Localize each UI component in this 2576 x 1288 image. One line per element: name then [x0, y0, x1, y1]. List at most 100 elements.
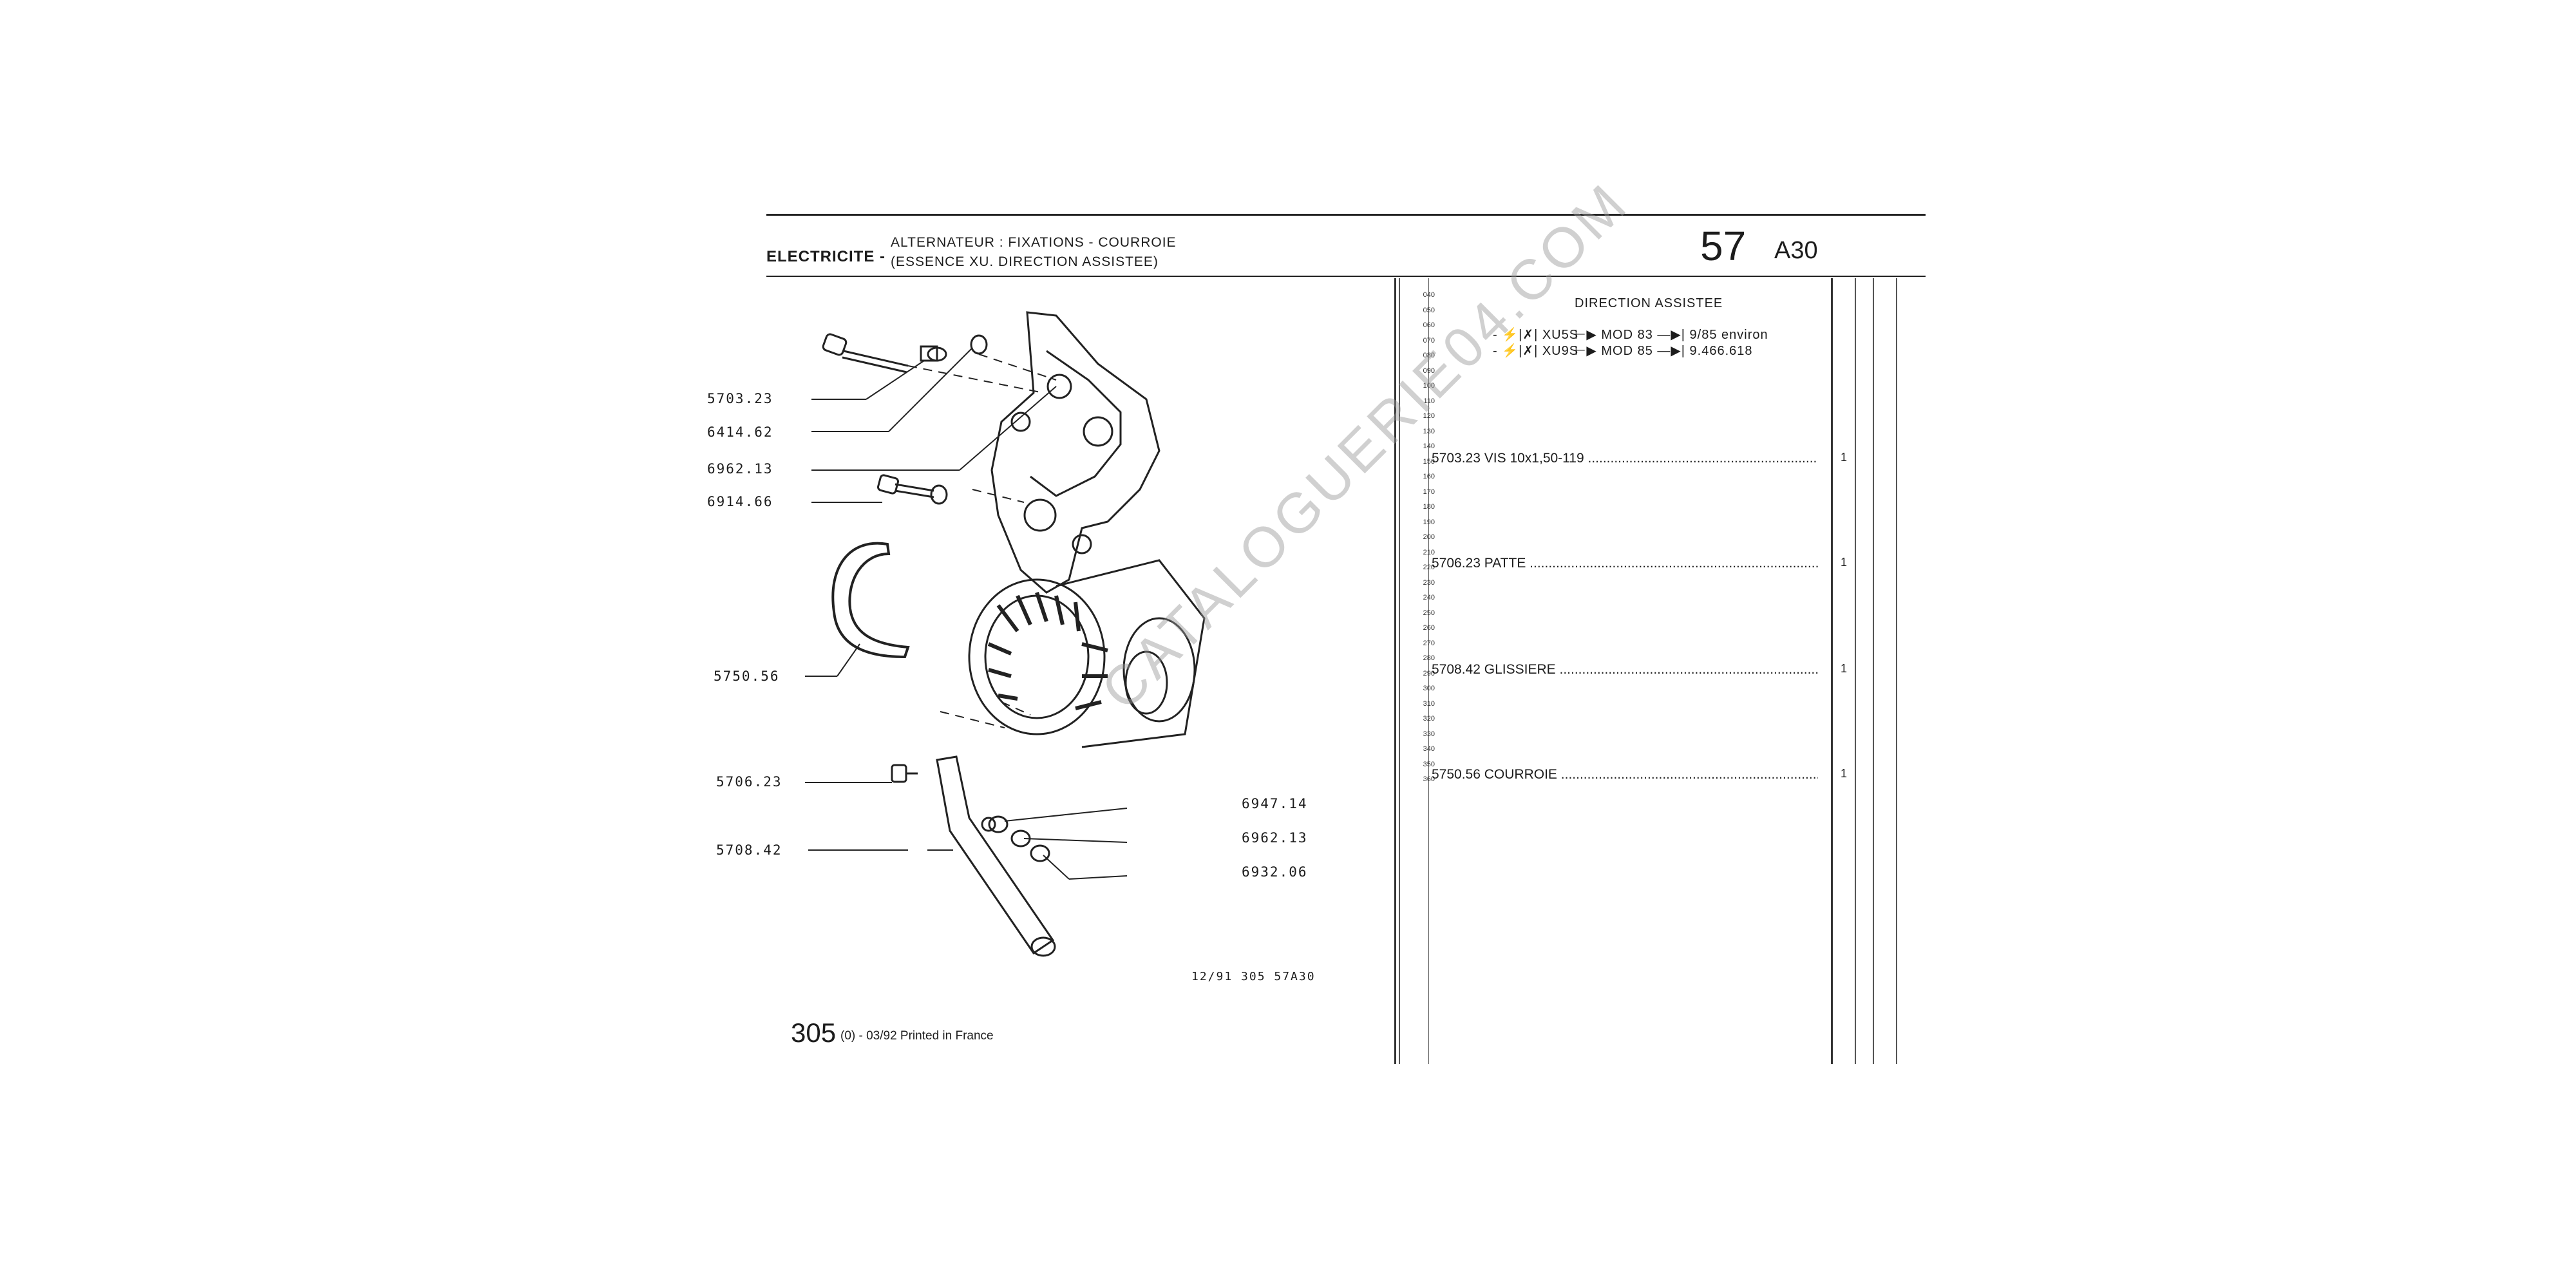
bolt-icon: [822, 333, 909, 374]
section-title: ELECTRICITE -: [766, 248, 886, 265]
part-ref: 5708.42: [1432, 662, 1481, 677]
subtitle-line-2: (ESSENCE XU. DIRECTION ASSISTEE): [891, 254, 1159, 269]
row-number: 050: [1423, 306, 1435, 314]
mod-label-2: MOD 85: [1601, 344, 1653, 358]
row-number: 330: [1423, 730, 1435, 738]
page-number: 57: [1700, 223, 1747, 269]
page-reference: A30: [1774, 237, 1818, 264]
row-number: 250: [1423, 609, 1435, 617]
row-number: 160: [1423, 473, 1435, 480]
row-number: 310: [1423, 699, 1435, 708]
row-number: 100: [1423, 382, 1435, 390]
applicability-engine-1: - ⚡|✗| XU5S: [1493, 328, 1579, 342]
row-number: 120: [1423, 412, 1435, 420]
part-qty: 1: [1841, 662, 1848, 675]
diagram-label-6947-14: 6947.14: [1242, 796, 1308, 811]
diagram-label-5750-56: 5750.56: [714, 668, 780, 684]
diagram-label-5703-23: 5703.23: [707, 391, 773, 406]
washer-icon: [988, 815, 1009, 833]
part-name: COURROIE: [1484, 767, 1557, 782]
applicability-engine-2: - ⚡|✗| XU9S: [1493, 344, 1579, 358]
row-number: 060: [1423, 321, 1435, 329]
group-title: DIRECTION ASSISTEE: [1575, 296, 1723, 310]
row-number-column: 040 050 060 070 080 090 100 110 120 130 140 150 160 1…: [1390, 288, 1435, 788]
leader-dots: ........................................…: [1560, 767, 1818, 782]
row-number: 110: [1423, 397, 1435, 405]
exploded-diagram: [805, 311, 1206, 957]
subtitle-line-1: ALTERNATEUR : FIXATIONS - COURROIE: [891, 235, 1177, 250]
qty-left-rule: [1831, 278, 1833, 1064]
row-number: 040: [1423, 291, 1435, 299]
diagram-label-6914-66: 6914.66: [707, 494, 773, 509]
diagram-code: 12/91 305 57A30: [1191, 970, 1316, 983]
row-number: 210: [1423, 548, 1435, 556]
row-number: 180: [1423, 503, 1435, 511]
part-row: 5706.23 PATTE ..........................…: [1432, 556, 1818, 571]
qty-rule-4: [1896, 278, 1897, 1064]
leader-dots: ........................................…: [1587, 451, 1818, 466]
row-number: 190: [1423, 518, 1435, 526]
row-number: 130: [1423, 427, 1435, 435]
leader-dots: ........................................…: [1530, 556, 1818, 571]
until-label-2: 9.466.618: [1689, 344, 1753, 358]
leader-dots: ........................................…: [1559, 662, 1818, 677]
row-number: 320: [1423, 715, 1435, 723]
part-name: PATTE: [1484, 556, 1526, 571]
part-name: VIS 10x1,50-119: [1484, 451, 1584, 466]
part-name: GLISSIERE: [1484, 662, 1556, 677]
row-number: 080: [1423, 352, 1435, 359]
diagram-label-6962-13-b: 6962.13: [1242, 830, 1308, 846]
spacer-icon: [920, 345, 947, 362]
applicability-mod-1: ⊢▶ MOD 83 —▶| 9/85 environ: [1575, 327, 1768, 343]
from-arrow-icon: ⊢▶: [1575, 344, 1602, 358]
from-arrow-icon: ⊢▶: [1575, 328, 1602, 342]
row-number: 140: [1423, 442, 1435, 450]
row-number: 170: [1423, 488, 1435, 496]
part-ref: 5703.23: [1432, 451, 1481, 466]
row-number: 290: [1423, 669, 1435, 677]
model-number: 305: [791, 1018, 837, 1048]
row-number: 350: [1423, 760, 1435, 768]
row-number: 280: [1423, 654, 1435, 662]
print-info: (0) - 03/92 Printed in France: [840, 1029, 994, 1043]
part-ref: 5706.23: [1432, 556, 1481, 571]
qty-rule-2: [1855, 278, 1856, 1064]
until-arrow-icon: —▶|: [1653, 344, 1690, 358]
bolt-icon: [876, 474, 948, 505]
part-qty: 1: [1841, 767, 1848, 780]
row-number: 200: [1423, 533, 1435, 541]
part-ref: 5750.56: [1432, 767, 1481, 782]
applicability-mod-2: ⊢▶ MOD 85 —▶| 9.466.618: [1575, 343, 1753, 359]
row-number: 270: [1423, 639, 1435, 647]
tab-icon: [891, 764, 918, 783]
row-number: 300: [1423, 685, 1435, 692]
row-number: 230: [1423, 578, 1435, 587]
nut-icon: [1030, 844, 1050, 862]
table-divider-rule: [1428, 278, 1429, 1064]
until-label-1: 9/85 environ: [1689, 328, 1768, 342]
table-left-rule-inner: [1399, 278, 1400, 1064]
part-qty: 1: [1841, 451, 1848, 464]
header-top-rule: [766, 214, 1926, 216]
part-row: 5703.23 VIS 10x1,50-119 ................…: [1432, 451, 1818, 466]
part-row: 5750.56 COURROIE .......................…: [1432, 767, 1818, 782]
part-row: 5708.42 GLISSIERE ......................…: [1432, 662, 1818, 677]
bracket-icon: [990, 311, 1160, 594]
slide-rail-icon: [936, 755, 1056, 957]
row-number: 090: [1423, 366, 1435, 375]
row-number: 340: [1423, 745, 1435, 753]
header-bottom-rule: [766, 276, 1926, 277]
row-number: 070: [1423, 336, 1435, 345]
washer-icon: [970, 334, 988, 355]
qty-rule-3: [1873, 278, 1874, 1064]
belt-icon: [831, 542, 910, 659]
mod-label-1: MOD 83: [1601, 328, 1653, 342]
row-number: 240: [1423, 594, 1435, 601]
table-left-rule: [1394, 278, 1396, 1064]
diagram-label-6414-62: 6414.62: [707, 424, 773, 440]
diagram-label-6932-06: 6932.06: [1242, 864, 1308, 880]
until-arrow-icon: —▶|: [1653, 328, 1690, 342]
part-qty: 1: [1841, 556, 1848, 569]
diagram-label-6962-13: 6962.13: [707, 461, 773, 477]
row-number: 150: [1423, 457, 1435, 466]
